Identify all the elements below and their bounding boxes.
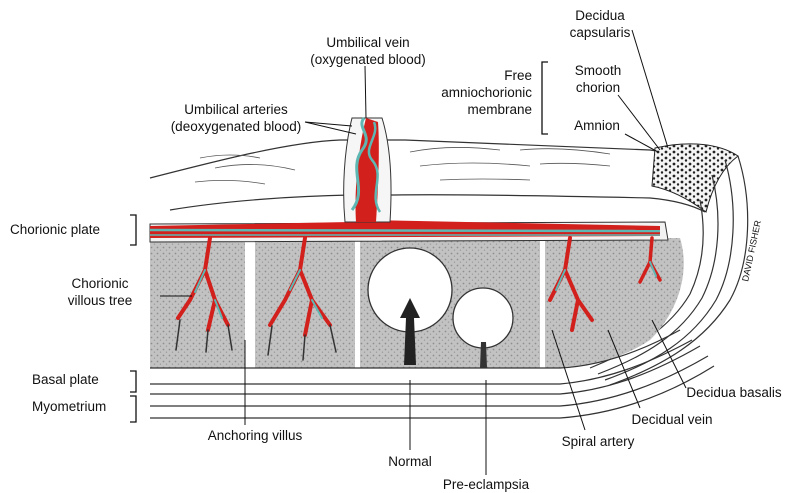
label-myometrium: Myometrium (32, 399, 106, 414)
label-umbilical-vein-line2: (oxygenated blood) (310, 52, 426, 67)
basal-plate-bracket (130, 371, 136, 392)
chorionic-plate (150, 213, 668, 242)
free-membrane-bracket (542, 62, 548, 134)
label-umbilical-arteries-line1: Umbilical arteries (184, 102, 288, 117)
label-free-membrane-line3: membrane (467, 102, 532, 117)
plate-vessel-blue (150, 230, 660, 231)
label-pre-eclampsia: Pre-eclampsia (443, 477, 530, 492)
fetal-vessel-sketches (195, 147, 610, 184)
label-decidua-capsularis-line1: Decidua (575, 8, 625, 23)
label-amnion: Amnion (574, 118, 620, 133)
label-decidua-capsularis-line2: capsularis (570, 25, 631, 40)
label-chorionic-villous-tree-line2: villous tree (68, 293, 133, 308)
label-normal: Normal (388, 454, 432, 469)
amniotic-cavity (150, 140, 705, 212)
label-chorionic-plate: Chorionic plate (10, 222, 100, 237)
label-spiral-artery: Spiral artery (562, 434, 635, 449)
label-basal-plate: Basal plate (32, 372, 99, 387)
artist-signature: DAVID FISHER (740, 219, 763, 283)
label-free-membrane-line2: amniochorionic (441, 85, 532, 100)
label-decidual-vein: Decidual vein (631, 412, 712, 427)
umbilical-cord (344, 118, 391, 222)
chorionic-plate-bracket (130, 215, 136, 245)
plate-vessel-red (150, 213, 660, 238)
label-smooth-chorion-line2: chorion (576, 80, 620, 95)
myometrium-bracket (130, 396, 136, 422)
label-anchoring-villus: Anchoring villus (208, 428, 303, 443)
label-chorionic-villous-tree-line1: Chorionic (71, 276, 128, 291)
label-umbilical-arteries-line2: (deoxygenated blood) (171, 119, 302, 134)
label-umbilical-vein-line1: Umbilical vein (326, 35, 409, 50)
label-smooth-chorion-line1: Smooth (575, 63, 622, 78)
label-decidua-basalis: Decidua basalis (686, 385, 782, 400)
label-free-membrane-line1: Free (504, 68, 532, 83)
